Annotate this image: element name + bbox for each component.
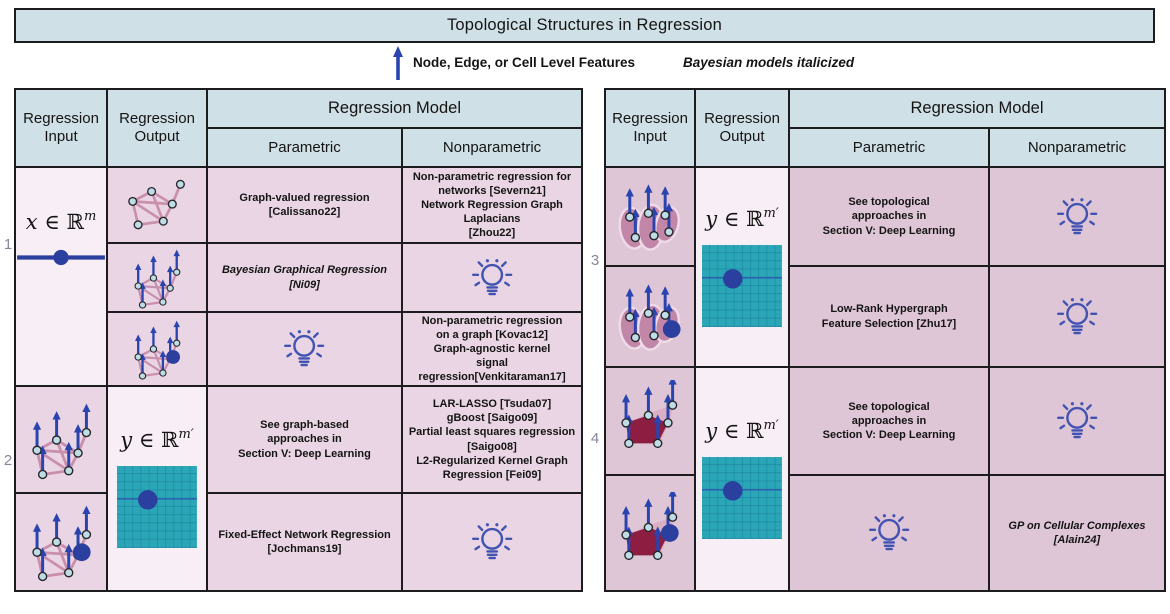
lightbulb-icon (1054, 401, 1100, 441)
model-nonparametric-cell (989, 367, 1165, 475)
row-number: 3 (590, 252, 600, 269)
input-cell-hypergraph-features (605, 167, 695, 266)
col-header-output: Regression Output (107, 89, 207, 167)
lightbulb-icon (1054, 297, 1100, 337)
col-header-parametric: Parametric (207, 128, 402, 167)
legend-arrow-label: Node, Edge, or Cell Level Features (413, 55, 636, 70)
lightbulb-icon (866, 513, 912, 553)
col-header-nonparametric: Nonparametric (402, 128, 582, 167)
col-header-parametric: Parametric (789, 128, 989, 167)
input-cell-graph-features-scalar (15, 493, 107, 591)
legend-bayesian-note: Bayesian models italicized (683, 55, 855, 70)
hypergraph-node-features-scalar-icon (613, 276, 688, 358)
model-parametric-cell (789, 475, 989, 591)
edge-with-dot-icon (16, 247, 106, 268)
grid-with-dot-icon (701, 456, 783, 540)
up-arrow-icon (391, 46, 404, 81)
regression-table-right: Regression Input Regression Output Regre… (604, 88, 1166, 592)
model-nonparametric-cell: Non-parametric regression on a graph [Ko… (402, 312, 582, 386)
cell-complex-node-features-scalar-icon (613, 492, 688, 574)
graph-node-features-icon (24, 399, 99, 481)
col-header-model: Regression Model (789, 89, 1165, 128)
graph-icon (121, 178, 193, 232)
model-parametric-cell: Bayesian Graphical Regression [Ni09] (207, 243, 402, 312)
col-header-input: Regression Input (15, 89, 107, 167)
model-nonparametric-cell (402, 493, 582, 591)
graph-node-features-icon (128, 246, 186, 310)
lightbulb-icon (281, 329, 327, 369)
regression-table-left: Regression Input Regression Output Regre… (14, 88, 583, 592)
lightbulb-icon (469, 258, 515, 298)
col-header-input: Regression Input (605, 89, 695, 167)
graph-node-features-scalar-icon (128, 317, 186, 381)
output-space-label: y ∈ ℝm′ (120, 427, 194, 452)
model-nonparametric-cell (989, 167, 1165, 266)
figure-title: Topological Structures in Regression (446, 16, 722, 34)
model-parametric-cell: See topological approaches in Section V:… (789, 167, 989, 266)
output-cell-graph (107, 167, 207, 243)
model-parametric-cell: Low-Rank Hypergraph Feature Selection [Z… (789, 266, 989, 367)
input-cell-vector: x ∈ ℝm (15, 167, 107, 386)
output-cell-graph-features (107, 243, 207, 312)
model-nonparametric-cell: Non-parametric regression for networks [… (402, 167, 582, 243)
model-nonparametric-cell (402, 243, 582, 312)
grid-with-dot-icon (701, 244, 783, 328)
model-parametric-cell: Fixed-Effect Network Regression [Jochman… (207, 493, 402, 591)
cell-complex-node-features-icon (613, 380, 688, 462)
input-cell-complex-features-scalar (605, 475, 695, 591)
model-nonparametric-cell: LAR-LASSO [Tsuda07] gBoost [Saigo09] Par… (402, 386, 582, 493)
model-parametric-cell: See topological approaches in Section V:… (789, 367, 989, 475)
row-number: 2 (3, 452, 13, 469)
model-parametric-cell: Graph-valued regression [Calissano22] (207, 167, 402, 243)
input-cell-graph-features (15, 386, 107, 493)
col-header-output: Regression Output (695, 89, 789, 167)
input-cell-hypergraph-features-scalar (605, 266, 695, 367)
output-space-label: y ∈ ℝm′ (705, 205, 779, 231)
output-cell-vector: y ∈ ℝm′ (107, 386, 207, 591)
model-parametric-cell: See graph-based approaches in Section V:… (207, 386, 402, 493)
output-cell-vector: y ∈ ℝm′ (695, 167, 789, 367)
row-number: 1 (3, 236, 13, 253)
lightbulb-icon (1054, 197, 1100, 237)
output-cell-graph-features-scalar (107, 312, 207, 386)
lightbulb-icon (469, 522, 515, 562)
model-nonparametric-cell (989, 266, 1165, 367)
output-cell-vector: y ∈ ℝm′ (695, 367, 789, 591)
input-cell-complex-features (605, 367, 695, 475)
hypergraph-node-features-icon (613, 176, 688, 258)
figure-title-banner: Topological Structures in Regression (14, 8, 1155, 43)
grid-with-dot-icon (116, 465, 198, 549)
model-parametric-cell (207, 312, 402, 386)
graph-node-features-scalar-icon (24, 501, 99, 583)
col-header-nonparametric: Nonparametric (989, 128, 1165, 167)
output-space-label: y ∈ ℝm′ (705, 417, 779, 443)
row-number: 4 (590, 430, 600, 447)
model-nonparametric-cell: GP on Cellular Complexes [Alain24] (989, 475, 1165, 591)
input-space-label: x ∈ ℝm (25, 209, 97, 234)
col-header-model: Regression Model (207, 89, 582, 128)
